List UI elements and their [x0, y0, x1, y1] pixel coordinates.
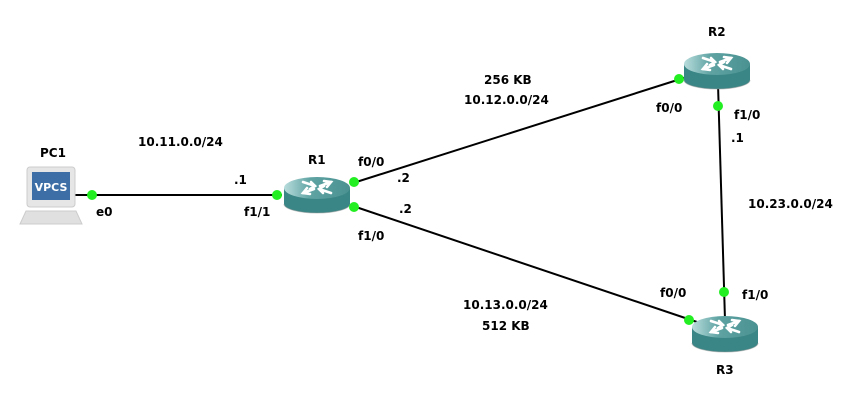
node-r2[interactable]: R2 [682, 25, 752, 91]
router-icon [690, 314, 760, 354]
node-pc1[interactable]: VPCS PC1 [19, 146, 83, 225]
if-label-r2-f0-0: f0/0 [656, 101, 682, 115]
host-label-r1-r2: .2 [397, 171, 410, 185]
bandwidth-label-r1-r2: 256 KB [484, 73, 532, 87]
if-label-r1-f1-1: f1/1 [244, 205, 270, 219]
port-r1-f1-0[interactable] [349, 202, 359, 212]
if-label-r3-f1-0: f1/0 [742, 288, 768, 302]
r1-label: R1 [308, 153, 326, 167]
pc1-label: PC1 [40, 146, 66, 160]
port-indicators [87, 74, 729, 325]
subnet-label-r1-r3: 10.13.0.0/24 [463, 298, 548, 312]
subnet-label-r2-r3: 10.23.0.0/24 [748, 197, 833, 211]
router-icon [682, 51, 752, 91]
subnet-label-r1-r2: 10.12.0.0/24 [464, 93, 549, 107]
host-label-r1-r3: .2 [399, 202, 412, 216]
if-label-r1-f1-0: f1/0 [358, 229, 384, 243]
vpcs-icon-label: VPCS [35, 181, 68, 194]
link-r2-r3[interactable] [717, 83, 726, 321]
port-r1-f0-0[interactable] [349, 177, 359, 187]
port-r1-f1-1[interactable] [272, 190, 282, 200]
vpcs-computer-icon: VPCS [19, 166, 83, 225]
if-label-r1-f0-0: f0/0 [358, 155, 384, 169]
host-label-r2-r3: .1 [731, 131, 744, 145]
port-r2-f0-0[interactable] [674, 74, 684, 84]
node-r1[interactable]: R1 [282, 153, 352, 215]
if-label-r2-f1-0: f1/0 [734, 108, 760, 122]
if-label-pc1-e0: e0 [96, 205, 113, 219]
router-icon [282, 175, 352, 215]
port-r3-f1-0[interactable] [719, 287, 729, 297]
link-r1-r2[interactable] [349, 75, 691, 185]
link-r1-r3[interactable] [349, 204, 701, 324]
bandwidth-label-r1-r3: 512 KB [482, 319, 530, 333]
if-label-r3-f0-0: f0/0 [660, 286, 686, 300]
r3-label: R3 [716, 363, 734, 377]
port-pc1-e0[interactable] [87, 190, 97, 200]
port-r2-f1-0[interactable] [713, 101, 723, 111]
host-label-r1-pc1: .1 [234, 173, 247, 187]
r2-label: R2 [708, 25, 726, 39]
port-r3-f0-0[interactable] [684, 315, 694, 325]
node-r3[interactable]: R3 [690, 314, 760, 377]
subnet-label-pc1-r1: 10.11.0.0/24 [138, 135, 223, 149]
